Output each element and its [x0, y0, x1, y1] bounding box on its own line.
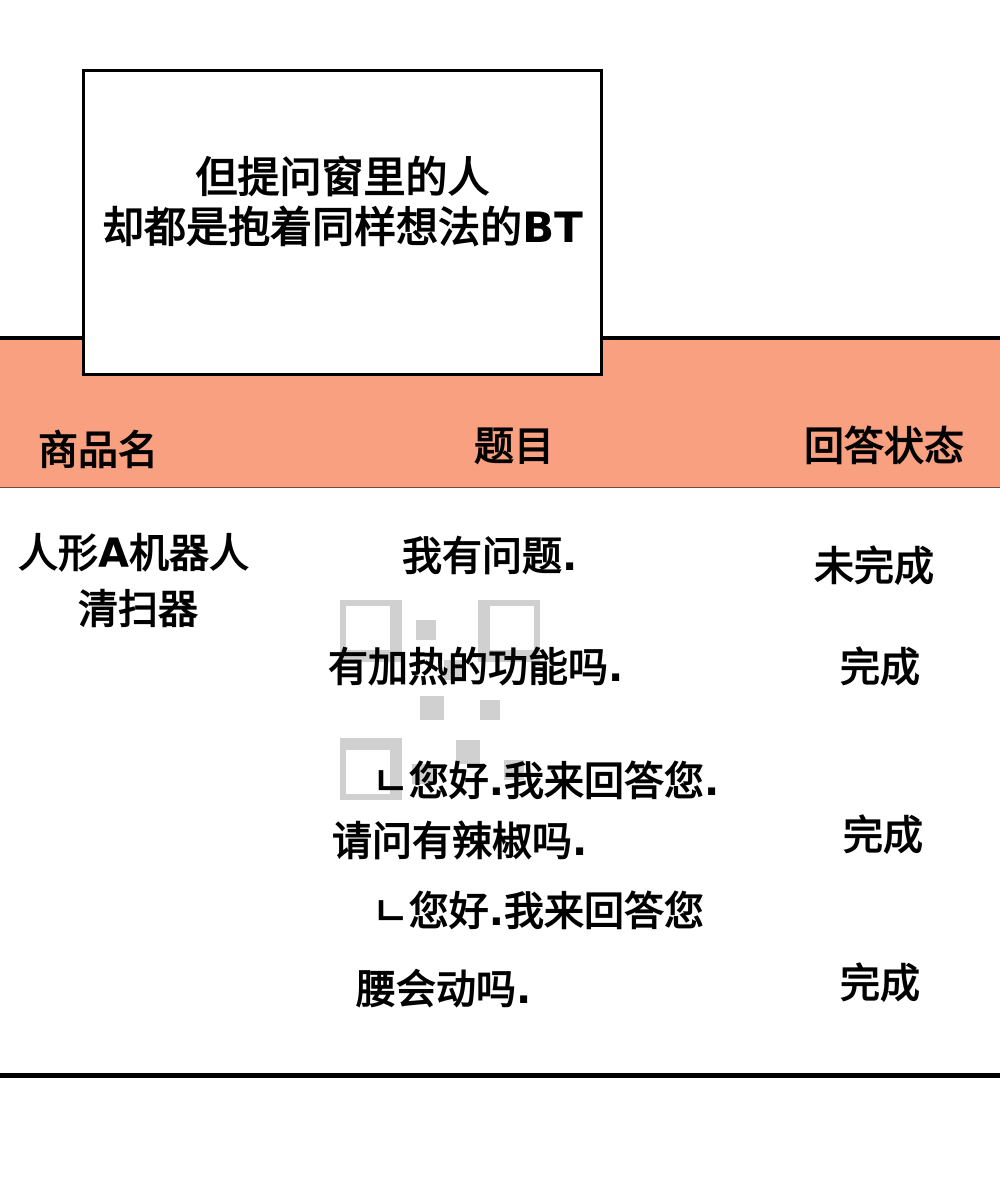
- table-bottom-rule: [0, 1073, 1000, 1078]
- reply-row-3: ㄴ您好.我来回答您: [372, 889, 704, 935]
- column-header-product: 商品名: [38, 428, 158, 474]
- caption-line-1: 但提问窗里的人: [195, 152, 490, 202]
- question-row-4: 腰会动吗.: [356, 967, 532, 1013]
- qr-watermark-icon: [340, 600, 540, 800]
- question-row-2: 有加热的功能吗.: [328, 645, 624, 691]
- reply-row-2: ㄴ您好.我来回答您.: [372, 759, 720, 805]
- status-row-4: 完成: [840, 961, 920, 1007]
- product-name-line-2: 清扫器: [78, 587, 198, 633]
- status-row-3: 完成: [843, 813, 923, 859]
- column-header-question: 题目: [474, 424, 554, 470]
- question-row-1: 我有问题.: [402, 534, 578, 580]
- product-name-line-1: 人形A机器人: [18, 531, 249, 577]
- caption-line-2: 却都是抱着同样想法的BT: [102, 202, 583, 252]
- status-row-2: 完成: [840, 645, 920, 691]
- narration-caption-box: 但提问窗里的人 却都是抱着同样想法的BT: [82, 69, 603, 376]
- question-row-3: 请问有辣椒吗.: [332, 819, 588, 865]
- column-header-status: 回答状态: [804, 424, 964, 470]
- status-row-1: 未完成: [814, 544, 934, 590]
